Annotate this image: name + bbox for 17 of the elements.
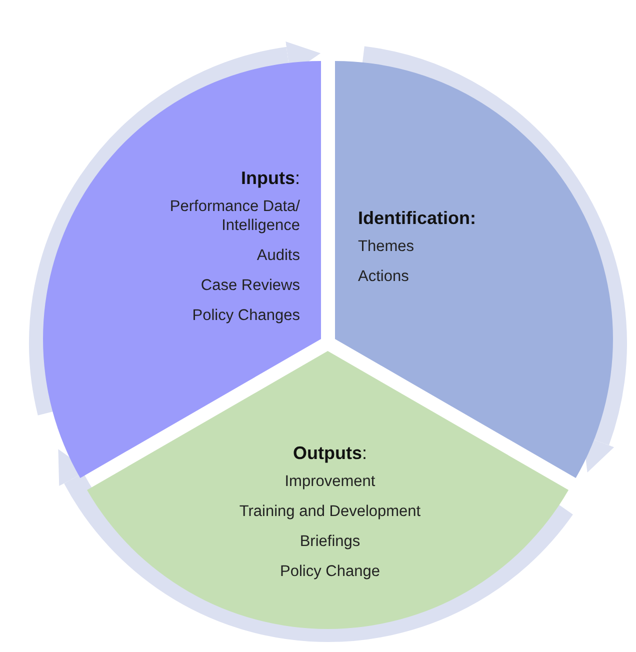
cycle-arrow	[361, 46, 627, 474]
segment-item: Performance Data/ Intelligence	[168, 197, 300, 235]
segment-item: Policy Change	[280, 562, 380, 581]
segment-item: Actions	[358, 267, 409, 286]
segment-item: Audits	[256, 246, 300, 265]
segment-item: Briefings	[300, 532, 360, 551]
pie-segment	[87, 351, 569, 629]
segment-item: Improvement	[284, 472, 376, 491]
cycle-arrow	[56, 450, 572, 642]
segment-item: Case Reviews	[200, 276, 300, 295]
segment-item: Training and Development	[239, 502, 421, 521]
segment-item: Policy Changes	[192, 306, 300, 325]
segment-item: Themes	[358, 237, 414, 256]
segment-heading: Inputs:	[240, 168, 300, 189]
segment-heading: Outputs:	[292, 443, 367, 464]
segment-heading: Identification:	[358, 208, 476, 229]
cycle-arrow	[29, 42, 320, 415]
